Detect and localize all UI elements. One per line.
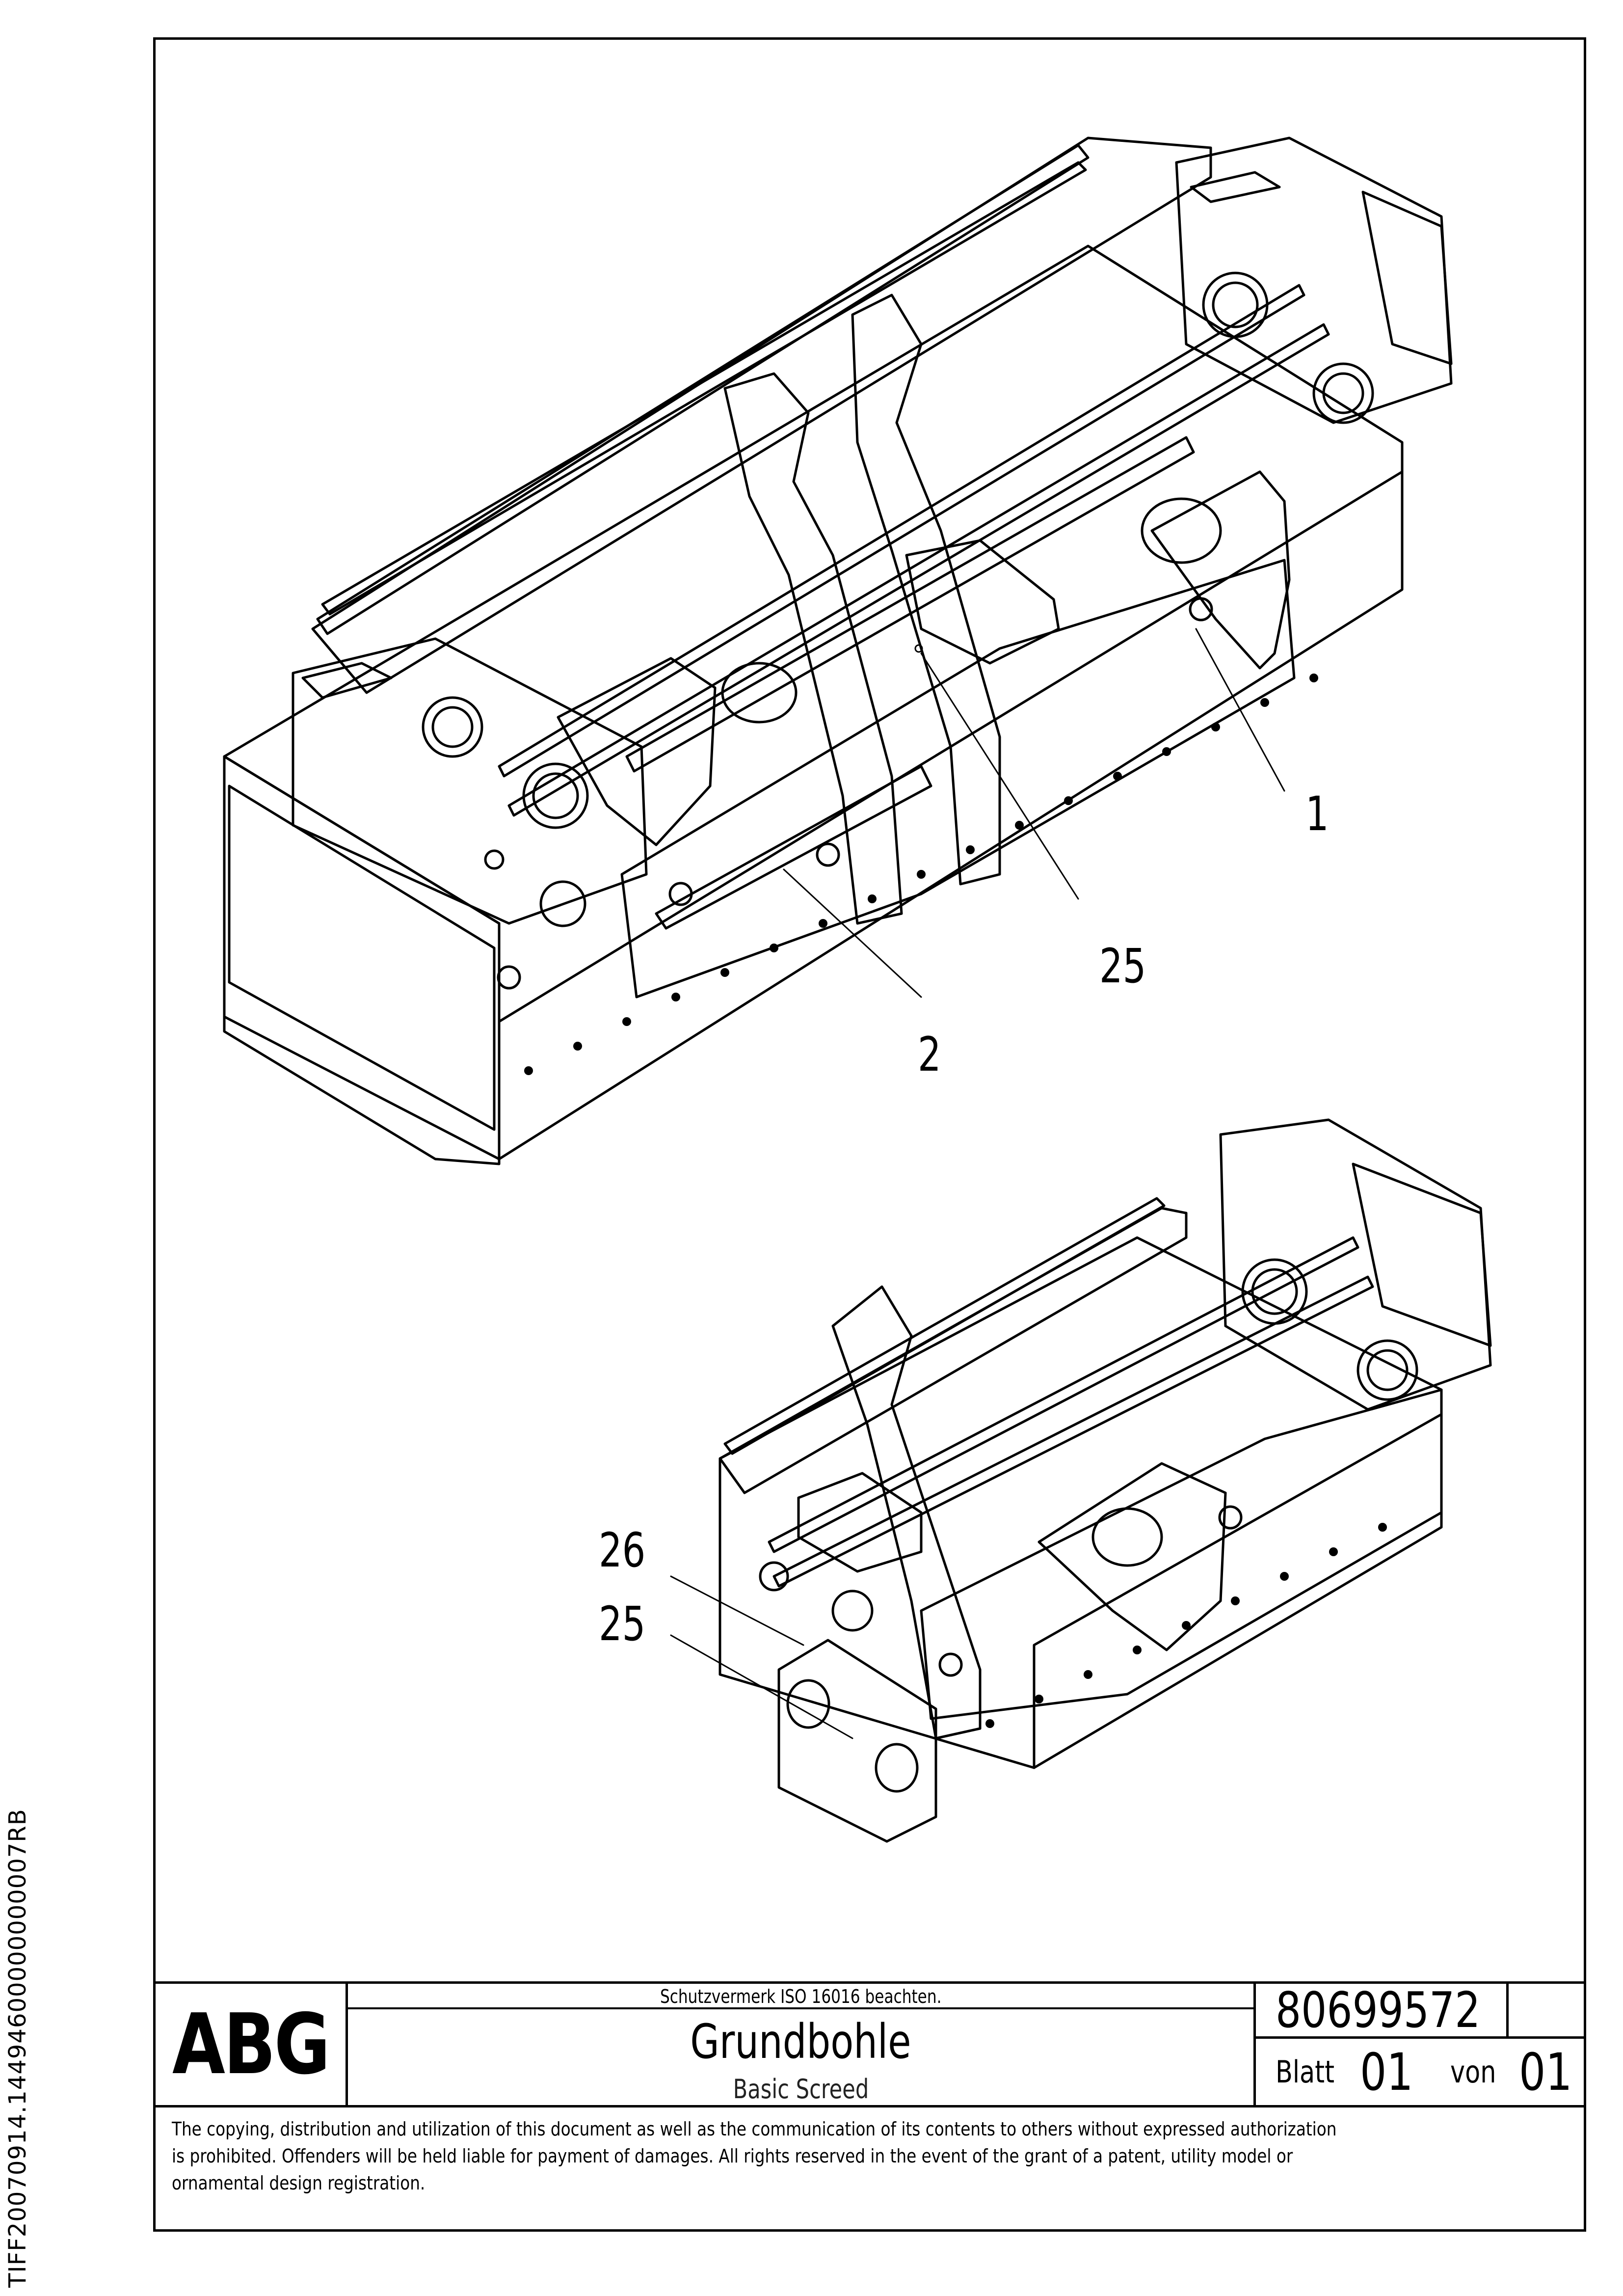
title-block-top-rule bbox=[156, 1981, 1584, 1984]
drawing-title: Grundbohle bbox=[690, 2014, 911, 2069]
screed-illustration bbox=[223, 136, 1492, 1843]
callout-2: 2 bbox=[918, 1027, 941, 1082]
drawing-frame bbox=[153, 37, 1586, 2232]
blank-cell bbox=[1506, 1984, 1584, 2039]
of-label: von bbox=[1450, 2054, 1496, 2090]
upper-screed-assembly bbox=[223, 136, 1453, 1165]
protection-notice: Schutzvermerk ISO 16016 beachten. bbox=[348, 1984, 1253, 2009]
technical-drawing bbox=[156, 40, 1584, 1984]
callout-26: 26 bbox=[599, 1523, 646, 1578]
sheet-info: Blatt 01 von 01 bbox=[1253, 2039, 1584, 2105]
side-file-code: TIFF20070914.14494600000000007RB bbox=[4, 1809, 31, 2288]
copyright-notice: The copying, distribution and utilizatio… bbox=[172, 2116, 1565, 2197]
sheet-total: 01 bbox=[1518, 2042, 1572, 2102]
copyright-top-rule bbox=[156, 2105, 1584, 2107]
sheet-label: Blatt bbox=[1276, 2054, 1335, 2090]
copyright-line: is prohibited. Offenders will be held li… bbox=[172, 2145, 1293, 2167]
title-block: ABG Schutzvermerk ISO 16016 beachten. Gr… bbox=[156, 1981, 1584, 2105]
title-area: Grundbohle Basic Screed bbox=[348, 2009, 1253, 2105]
copyright-line: ornamental design registration. bbox=[172, 2172, 426, 2194]
callout-1: 1 bbox=[1305, 786, 1329, 841]
callout-25-upper: 25 bbox=[1099, 939, 1146, 994]
copyright-line: The copying, distribution and utilizatio… bbox=[172, 2118, 1337, 2140]
lower-screed-assembly bbox=[670, 1118, 1492, 1843]
callout-25-lower: 25 bbox=[599, 1596, 646, 1651]
sheet-number: 01 bbox=[1360, 2042, 1413, 2102]
drawing-subtitle: Basic Screed bbox=[733, 2074, 869, 2105]
company-logo: ABG bbox=[156, 1984, 348, 2105]
document-number: 80699572 bbox=[1253, 1981, 1506, 2039]
